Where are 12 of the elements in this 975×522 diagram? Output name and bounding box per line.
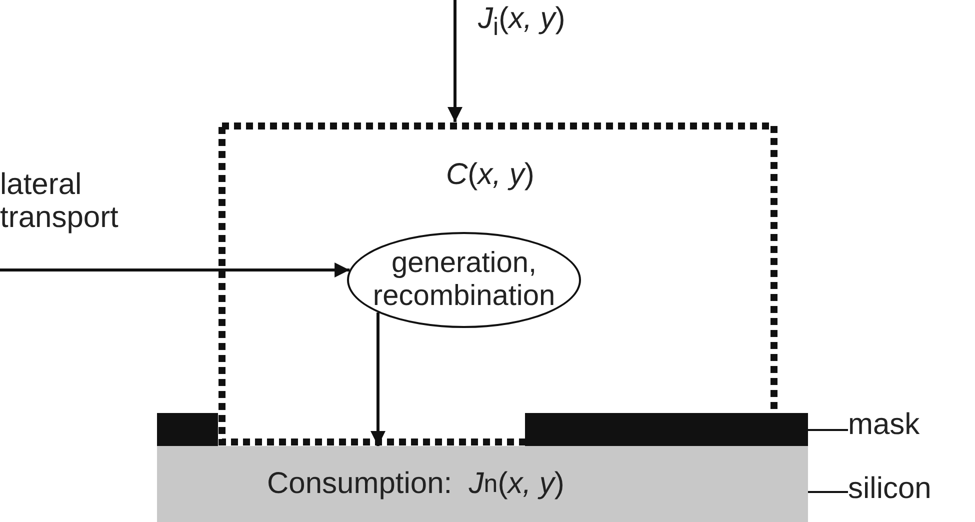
edge-label: lateral transport (0, 168, 120, 234)
concentration-label: C(x, y) (446, 158, 534, 191)
arrow (370, 312, 386, 446)
arrow (448, 0, 462, 122)
mask-bar (157, 413, 218, 446)
leader-line (808, 491, 848, 493)
part-label: silicon (848, 472, 968, 512)
process-ellipse: generation, recombination (347, 232, 581, 328)
part-label: mask (848, 408, 948, 444)
leader-line (808, 429, 848, 431)
edge-label: J$_{i}$(x, y) (478, 2, 566, 42)
arrow (0, 262, 350, 278)
